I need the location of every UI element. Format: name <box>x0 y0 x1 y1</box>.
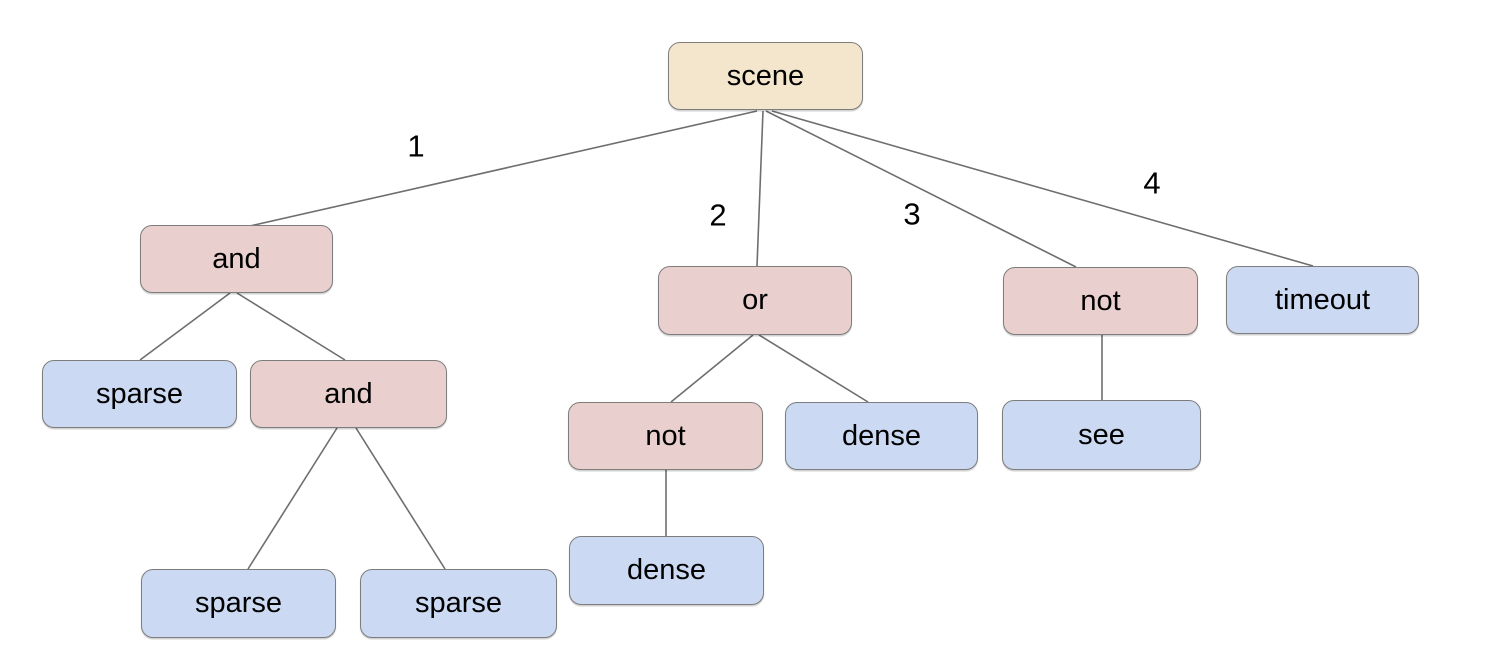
tree-edge-scene-or-1 <box>756 110 764 267</box>
node-label-not-1: not <box>1080 284 1121 317</box>
tree-edge-or-1-not-2 <box>670 334 754 403</box>
edge-label-4: 4 <box>1143 165 1161 201</box>
tree-edge-and-2-sparse-3 <box>355 427 446 570</box>
edge-label-2: 2 <box>709 197 727 233</box>
node-label-see-1: see <box>1078 418 1125 451</box>
tree-edge-and-1-and-2 <box>236 292 346 361</box>
node-sparse-2: sparse <box>141 569 336 638</box>
node-dense-1: dense <box>785 402 978 470</box>
node-label-and-1: and <box>212 242 261 275</box>
node-not-1: not <box>1003 267 1198 335</box>
node-sparse-3: sparse <box>360 569 557 638</box>
node-label-scene: scene <box>726 59 805 92</box>
node-and-2: and <box>250 360 447 428</box>
node-not-2: not <box>568 402 763 470</box>
tree-edge-scene-timeout-1 <box>771 110 1314 267</box>
node-label-sparse-1: sparse <box>95 377 184 410</box>
tree-edge-and-2-sparse-2 <box>247 427 338 570</box>
node-timeout-1: timeout <box>1226 266 1419 334</box>
tree-edge-scene-not-1 <box>765 110 1077 268</box>
node-and-1: and <box>140 225 333 293</box>
node-label-sparse-3: sparse <box>414 587 503 619</box>
node-label-and-2: and <box>324 377 373 410</box>
node-dense-2: dense <box>569 536 764 605</box>
edge-label-3: 3 <box>903 196 921 232</box>
node-sparse-1: sparse <box>42 360 237 428</box>
tree-edge-scene-and-1 <box>249 110 758 227</box>
tree-edge-or-1-dense-1 <box>758 334 869 403</box>
node-label-timeout-1: timeout <box>1274 283 1371 316</box>
node-label-sparse-2: sparse <box>194 587 283 619</box>
node-label-dense-1: dense <box>841 419 921 452</box>
node-see-1: see <box>1002 400 1201 470</box>
node-or-1: or <box>658 266 852 335</box>
node-label-or-1: or <box>742 284 768 316</box>
node-label-dense-2: dense <box>626 554 706 586</box>
node-scene: scene <box>668 42 863 110</box>
node-label-not-2: not <box>645 419 686 452</box>
tree-edge-and-1-sparse-1 <box>139 292 231 361</box>
edge-label-1: 1 <box>407 128 425 164</box>
